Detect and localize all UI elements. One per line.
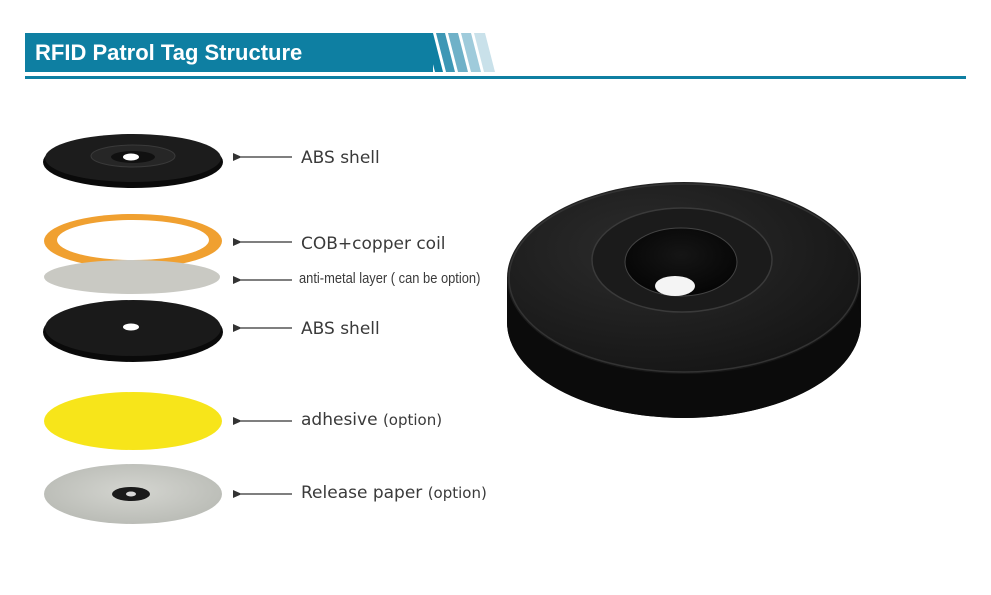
abs-shell-top-label-text: ABS shell: [301, 148, 380, 168]
assembled-patrol-tag-image: [507, 182, 861, 418]
cob-copper-coil-label: COB+copper coil: [301, 234, 446, 254]
anti-metal-layer-label: anti-metal layer ( can be option): [299, 270, 480, 287]
release-paper-disc: [44, 464, 222, 524]
abs-shell-bottom-label-text: ABS shell: [301, 319, 380, 339]
adhesive-label: adhesive (option): [301, 410, 442, 430]
cob-copper-coil-ring: [44, 214, 222, 268]
release-paper-label-text: Release paper: [301, 483, 423, 503]
title-banner: RFID Patrol Tag Structure: [25, 33, 433, 72]
anti-metal-layer-label-text: anti-metal layer ( can be option): [299, 270, 481, 287]
abs-shell-bottom-disc: [43, 300, 223, 362]
abs-shell-bottom-label: ABS shell: [301, 319, 380, 339]
section-header: RFID Patrol Tag Structure: [25, 33, 966, 80]
release-paper-option-text: (option): [427, 484, 487, 502]
adhesive-option-text: (option): [382, 411, 443, 429]
header-underline: [25, 76, 966, 79]
adhesive-label-text: adhesive: [301, 410, 378, 430]
page-title: RFID Patrol Tag Structure: [35, 40, 303, 65]
cob-copper-coil-label-text: COB+copper coil: [301, 234, 446, 254]
adhesive-disc: [44, 392, 222, 450]
abs-shell-top-disc: [43, 134, 223, 188]
release-paper-label: Release paper (option): [301, 483, 487, 503]
anti-metal-layer-disc: [44, 260, 220, 294]
abs-shell-top-label: ABS shell: [301, 148, 380, 168]
banner-stripes: [425, 33, 495, 72]
